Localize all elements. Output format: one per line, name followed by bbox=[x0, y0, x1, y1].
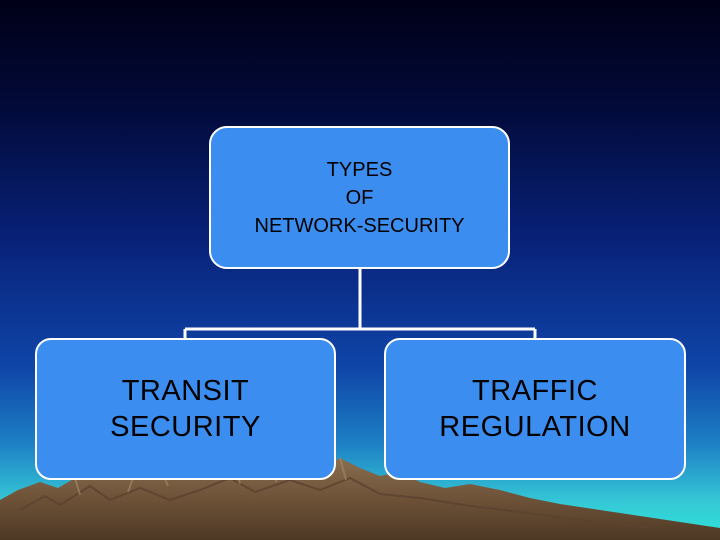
child-node-label: TRANSIT SECURITY bbox=[110, 375, 261, 443]
child-node-label: TRAFFIC REGULATION bbox=[439, 375, 631, 443]
root-node-box: TYPES OF NETWORK-SECURITY bbox=[209, 126, 510, 269]
child-node-transit-security: TRANSIT SECURITY bbox=[35, 338, 336, 480]
child-node-traffic-regulation: TRAFFIC REGULATION bbox=[384, 338, 686, 480]
mountain-ridges bbox=[19, 476, 651, 529]
root-node-label: TYPES OF NETWORK-SECURITY bbox=[254, 158, 465, 237]
